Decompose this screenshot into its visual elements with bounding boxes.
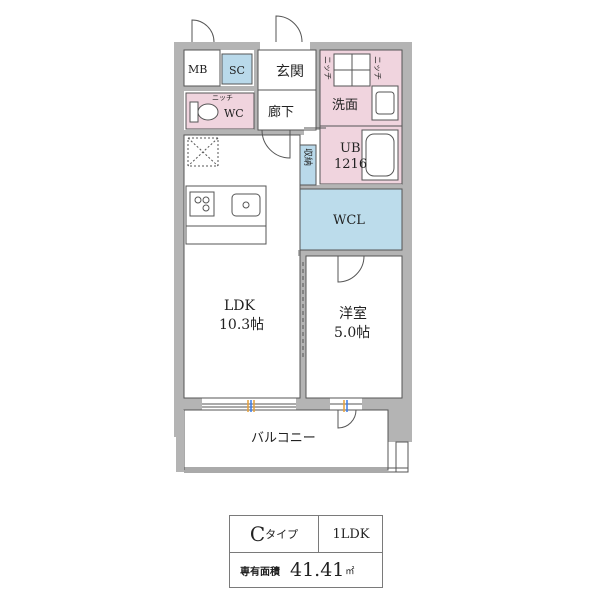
ub-label-line2: 1216 (334, 157, 367, 172)
area-label: 専有面積 (240, 566, 280, 578)
layout-cell: 1LDK (318, 516, 384, 552)
sc-area (221, 53, 253, 85)
storage-label: 収納 (302, 148, 314, 166)
doors (191, 15, 365, 429)
western-room-label-line1: 洋室 (339, 305, 367, 322)
window-marks (247, 400, 348, 412)
washer-pan-icon (333, 53, 371, 87)
balcony-label: バルコニー (251, 431, 316, 446)
mb-label: MB (188, 63, 207, 76)
ldk-label-line2: 10.3帖 (219, 317, 264, 333)
sc-label: SC (229, 64, 245, 77)
area-value: 41.41 (290, 559, 345, 581)
niche-label-1: ニッチ (323, 56, 332, 80)
table-divider (318, 516, 319, 552)
western-room-label-line2: 5.0帖 (334, 325, 370, 341)
washroom-label: 洗面 (332, 98, 358, 113)
wcl-room (299, 188, 403, 251)
washbasin-icon (371, 85, 399, 121)
niche-label-2: ニッチ (373, 56, 382, 80)
genkan-label: 玄関 (276, 63, 304, 80)
layout-label: 1LDK (332, 526, 370, 542)
area-unit: ㎡ (345, 566, 355, 577)
type-letter: C (249, 522, 266, 546)
refrigerator-icon (187, 137, 219, 167)
info-row-type: C タイプ 1LDK (230, 516, 382, 553)
info-row-area: 専有面積 41.41 ㎡ (230, 552, 382, 588)
ldk-label-line1: LDK (224, 298, 256, 314)
corridor-label: 廊下 (268, 104, 294, 120)
ldk-room (183, 134, 301, 399)
bathtub-icon (361, 129, 399, 181)
wcl-label: WCL (333, 213, 365, 228)
western-room (305, 255, 403, 399)
type-cell: C タイプ (230, 516, 318, 552)
mb-room (183, 49, 221, 87)
toilet-icon (189, 101, 219, 123)
ub-label-line1: UB (340, 141, 361, 156)
info-table: C タイプ 1LDK 専有面積 41.41 ㎡ (229, 515, 383, 588)
type-suffix: タイプ (265, 528, 299, 541)
kitchen-counter (185, 185, 267, 245)
sliding-doors (202, 262, 362, 408)
corridor-area (257, 89, 317, 131)
wc-label: WC (224, 107, 244, 120)
niche-label-3: ニッチ (212, 94, 233, 102)
area-cell: 専有面積 41.41 ㎡ (230, 552, 382, 588)
